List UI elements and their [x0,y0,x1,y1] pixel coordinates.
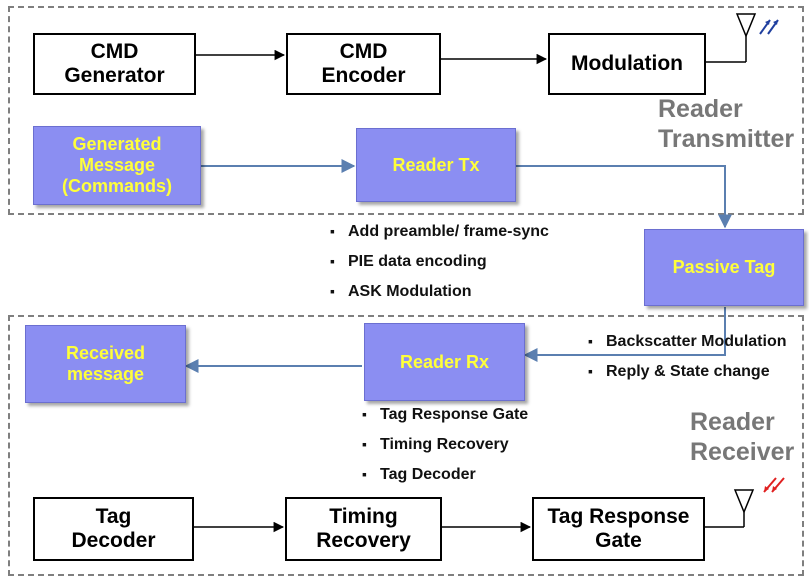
tx-notes-list: Add preamble/ frame-sync PIE data encodi… [330,216,549,306]
reader-tx-box: Reader Tx [356,128,516,202]
rx-notes-list: Tag Response Gate Timing Recovery Tag De… [362,399,528,489]
tag-note-item: Reply & State change [588,356,786,386]
rx-note-item: Tag Decoder [362,459,528,489]
tag-response-gate-box: Tag Response Gate [532,497,705,561]
receiver-label: Reader Receiver [690,408,795,466]
received-message-box: Received message [25,325,186,403]
cmd-generator-box: CMD Generator [33,33,196,95]
tag-note-item: Backscatter Modulation [588,326,786,356]
transmitter-label: Reader Transmitter [658,95,795,153]
generated-message-box: Generated Message (Commands) [33,126,201,205]
rx-antenna-icon [705,477,785,528]
tx-note-item: Add preamble/ frame-sync [330,216,549,246]
modulation-box: Modulation [548,33,706,95]
tx-note-item: ASK Modulation [330,276,549,306]
tag-notes-list: Backscatter Modulation Reply & State cha… [588,326,786,386]
tag-decoder-box: Tag Decoder [33,497,194,561]
arrow-readertx-to-passivetag [516,165,732,229]
transmitter-group [8,6,804,215]
tx-antenna-icon [706,13,779,63]
tx-note-item: PIE data encoding [330,246,549,276]
rx-note-item: Timing Recovery [362,429,528,459]
rx-note-item: Tag Response Gate [362,399,528,429]
reader-rx-box: Reader Rx [364,323,525,401]
receiver-group [8,315,804,576]
passive-tag-box: Passive Tag [644,229,804,306]
cmd-encoder-box: CMD Encoder [286,33,441,95]
timing-recovery-box: Timing Recovery [285,497,442,561]
